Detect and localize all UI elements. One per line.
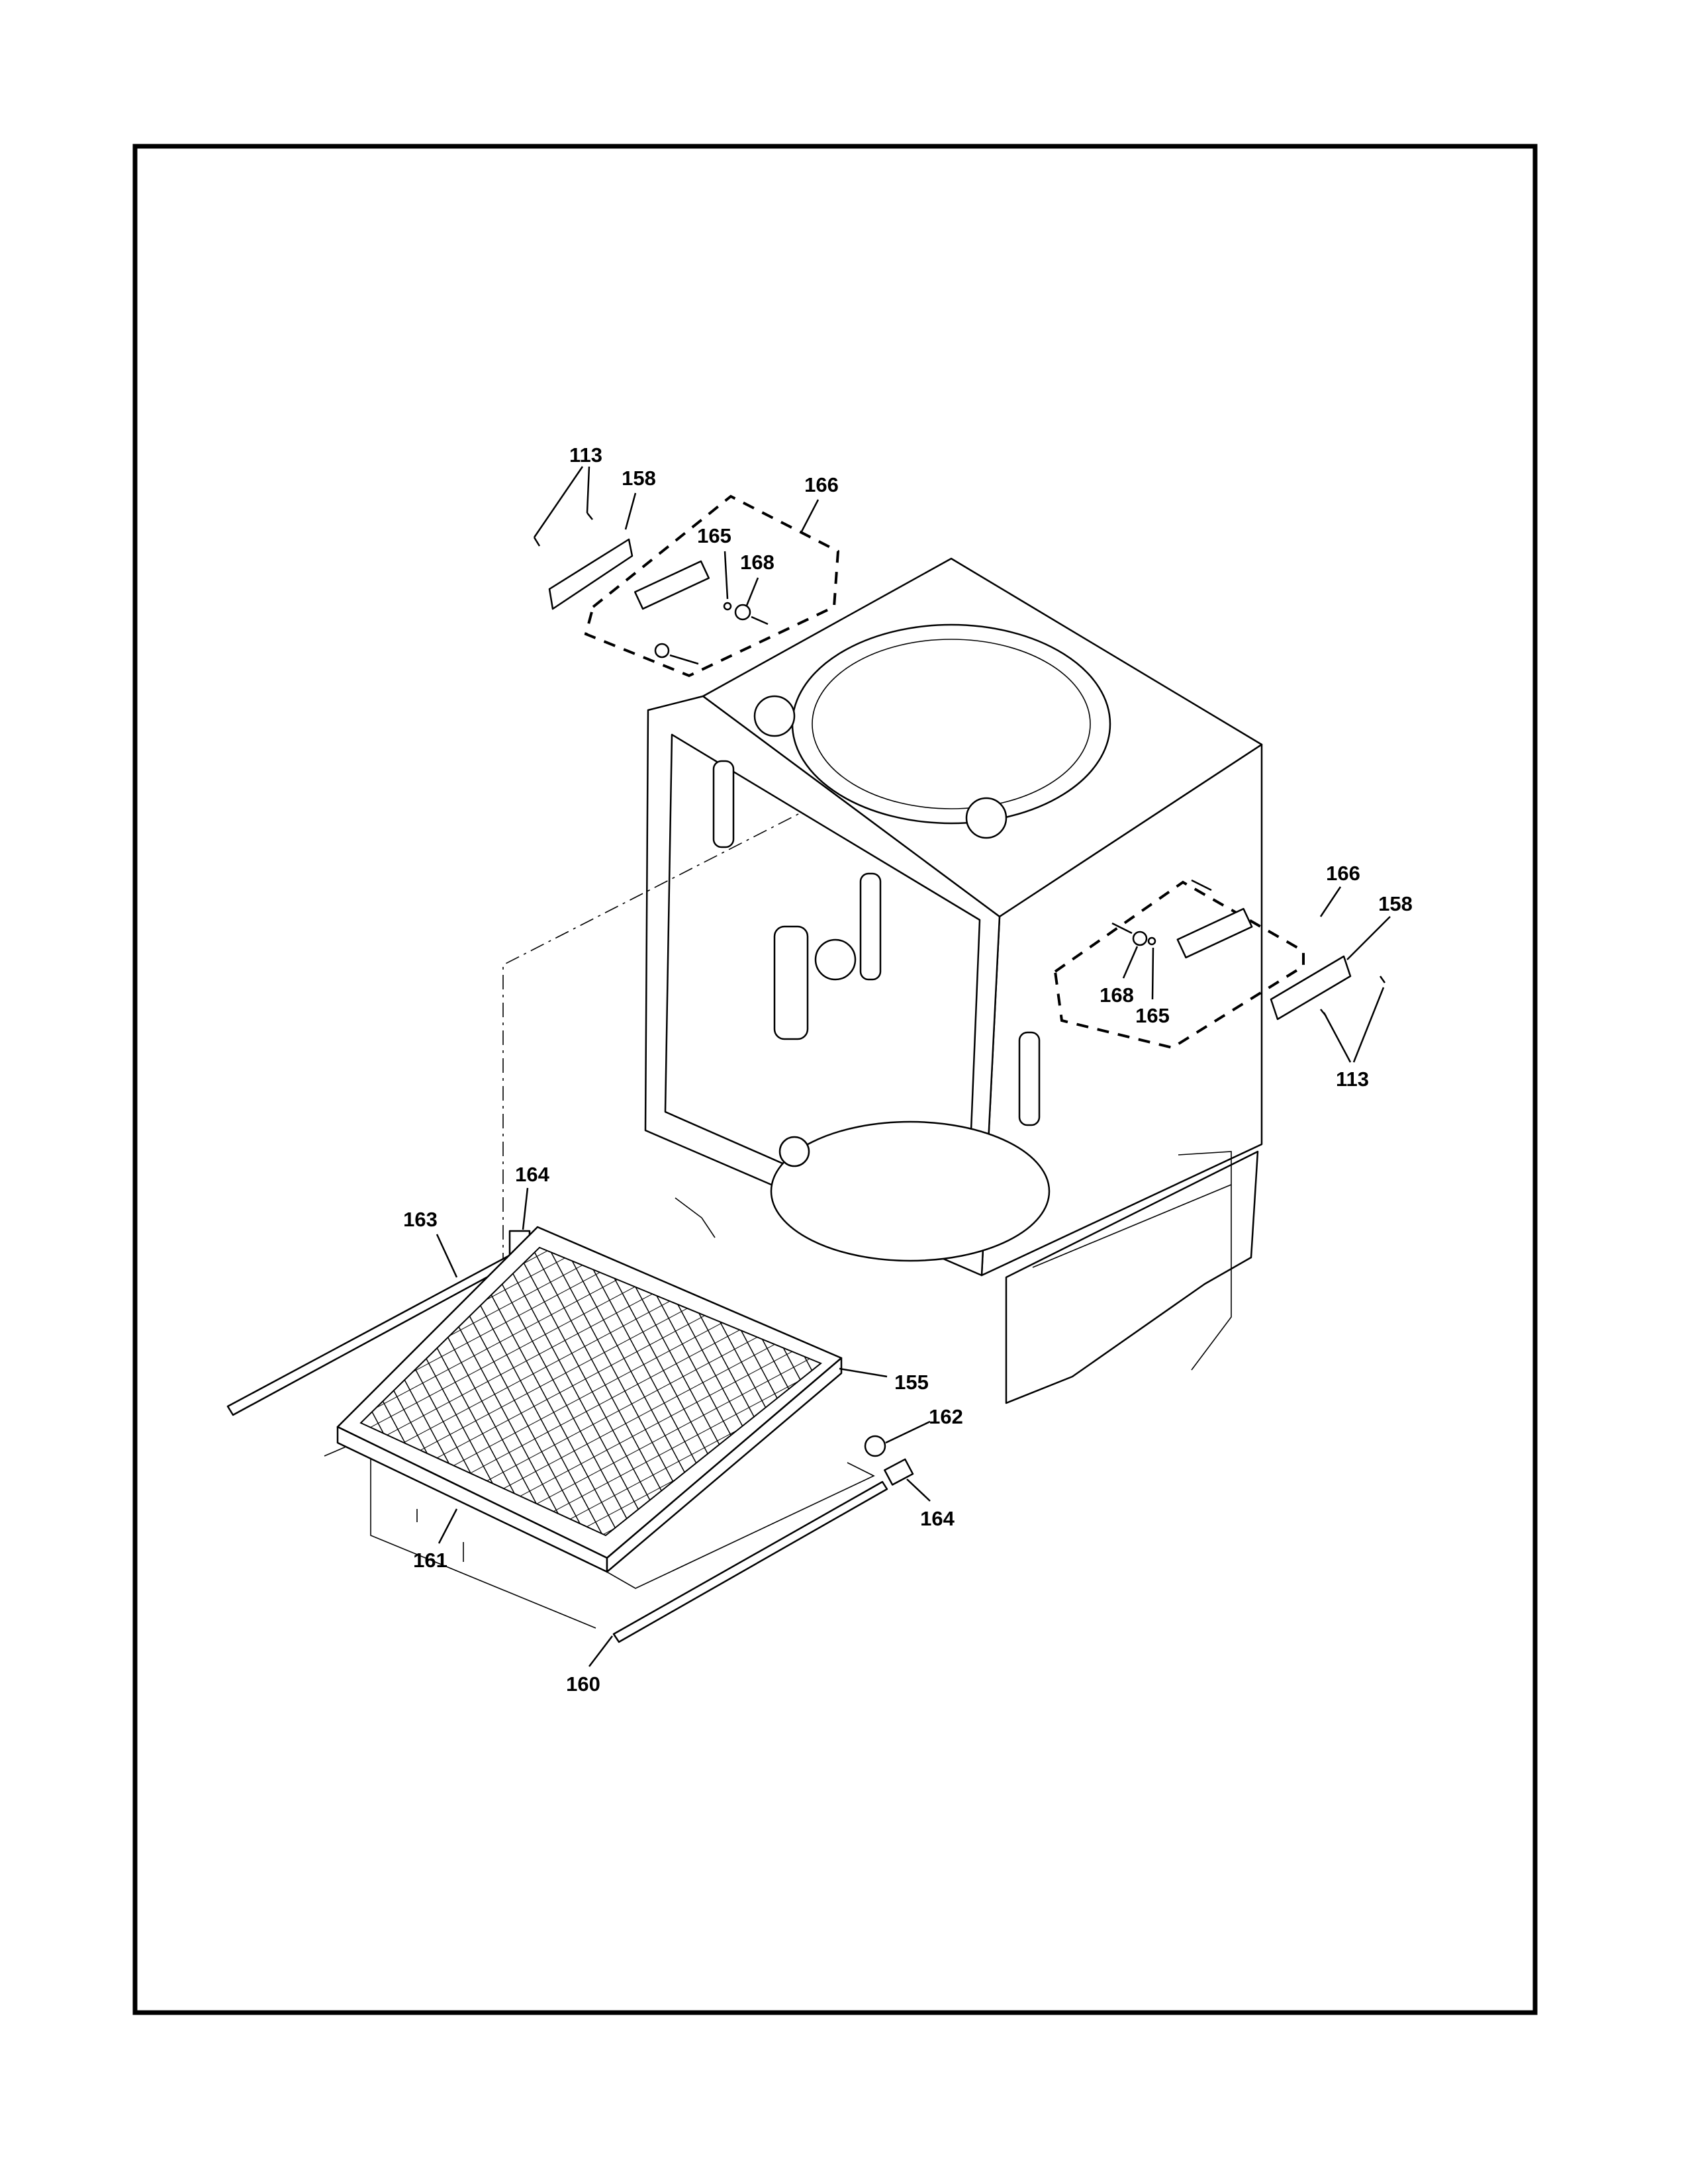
rail-stop-right <box>884 1458 914 1486</box>
rail-right <box>612 1480 888 1643</box>
lower-rack-assembly <box>226 1226 914 1643</box>
callout-158-top: 158 <box>622 467 656 490</box>
washer-top <box>723 602 732 611</box>
leader-lines <box>436 466 1391 1667</box>
hinge-bracket-right <box>1270 955 1352 1021</box>
callout-155: 155 <box>894 1371 929 1394</box>
roller <box>864 1435 886 1457</box>
page-border <box>132 144 1538 2015</box>
callout-160: 160 <box>566 1672 600 1696</box>
callout-163: 163 <box>403 1208 438 1231</box>
callout-113-right: 113 <box>1336 1068 1369 1091</box>
hinge-block-top <box>633 560 710 610</box>
hinge-block-right <box>1176 907 1253 959</box>
wire-frame <box>324 1435 875 1629</box>
callout-158-right: 158 <box>1378 892 1413 915</box>
hinge-kit-top <box>533 494 840 678</box>
callout-162: 162 <box>929 1405 963 1428</box>
hinge-kit-right <box>1053 879 1386 1050</box>
callout-168-right: 168 <box>1100 983 1134 1007</box>
washer-right <box>1147 936 1156 946</box>
hinge-bracket-top <box>548 538 633 610</box>
dishwasher-tub <box>644 557 1263 1404</box>
callout-166-top: 166 <box>804 473 839 496</box>
bushing-right <box>1132 931 1148 946</box>
callout-166-right: 166 <box>1326 862 1360 885</box>
callout-113-top: 113 <box>569 443 602 467</box>
callout-168-top: 168 <box>740 551 774 574</box>
bushing-top <box>734 604 751 621</box>
callout-165-right: 165 <box>1135 1004 1170 1027</box>
callout-164-right: 164 <box>920 1507 955 1530</box>
callout-165-top: 165 <box>697 524 731 547</box>
callout-164-left: 164 <box>515 1163 549 1186</box>
callout-161: 161 <box>413 1549 447 1572</box>
